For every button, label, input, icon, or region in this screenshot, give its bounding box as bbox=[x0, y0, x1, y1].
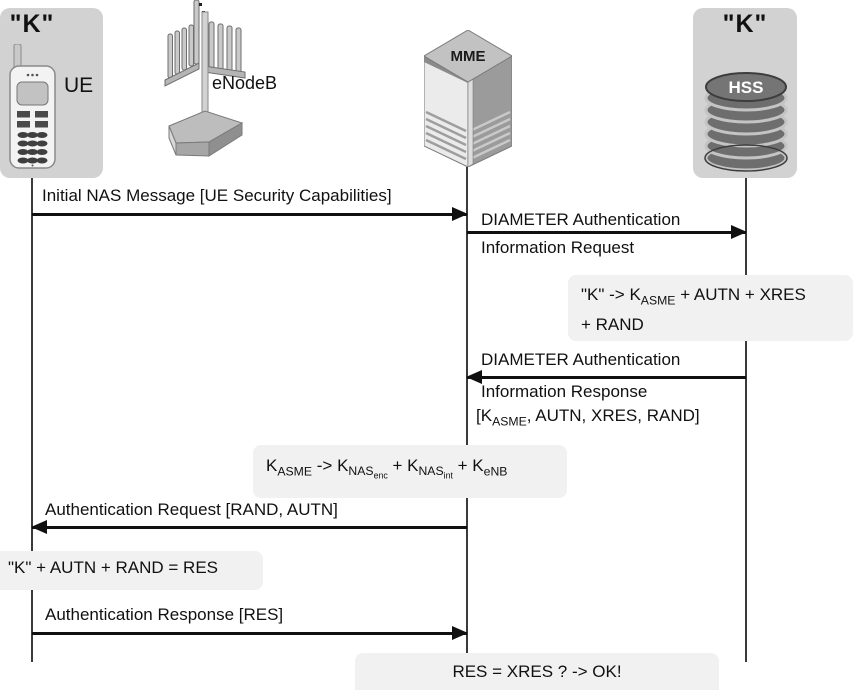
air-response-label-line1: DIAMETER Authentication bbox=[481, 350, 681, 369]
mme-label: MME bbox=[451, 48, 486, 65]
enodeb-antenna-icon bbox=[164, 0, 246, 157]
air-response-arrow bbox=[466, 370, 746, 384]
ue-entity-box: "K" UE bbox=[0, 8, 103, 178]
arrowhead-right-icon bbox=[452, 207, 468, 221]
hss-lifeline bbox=[745, 178, 747, 662]
air-response-label-line2: Information Response bbox=[481, 382, 648, 401]
mme-server-icon: MME bbox=[424, 30, 512, 167]
mme-lifeline bbox=[466, 167, 468, 658]
note-mme-res-check: RES = XRES ? -> OK! bbox=[355, 653, 719, 690]
initial-nas-message-arrow bbox=[32, 207, 468, 221]
ue-lifeline bbox=[31, 178, 33, 662]
initial-nas-message-label: Initial NAS Message [UE Security Capabil… bbox=[42, 186, 392, 205]
hss-entity-box: "K" HSS bbox=[693, 8, 797, 178]
arrowhead-right-icon bbox=[731, 225, 747, 239]
arrowhead-left-icon bbox=[31, 520, 47, 534]
mobile-phone-icon bbox=[9, 44, 56, 169]
arrowhead-right-icon bbox=[452, 626, 468, 640]
auth-request-label: Authentication Request [RAND, AUTN] bbox=[45, 500, 338, 519]
note-hss-key-derivation: "K" -> KASME + AUTN + XRES + RAND bbox=[568, 275, 853, 341]
hss-database-icon: HSS bbox=[704, 72, 788, 172]
auth-request-arrow bbox=[31, 520, 467, 534]
air-request-arrow bbox=[467, 225, 747, 239]
air-request-label-line2: Information Request bbox=[481, 238, 635, 257]
hss-label: HSS bbox=[729, 78, 764, 97]
hss-key-label: "K" bbox=[722, 10, 768, 38]
note-mme-key-derivation: KASME -> KNASenc + KNASint + KeNB bbox=[253, 445, 567, 498]
note-ue-res-computation: "K" + AUTN + RAND = RES bbox=[0, 551, 263, 590]
enodeb-label: eNodeB bbox=[212, 73, 278, 93]
air-response-params: [KASME, AUTN, XRES, RAND] bbox=[476, 406, 700, 429]
auth-response-label: Authentication Response [RES] bbox=[45, 605, 284, 624]
auth-response-arrow bbox=[32, 626, 468, 640]
arrowhead-left-icon bbox=[466, 370, 482, 384]
air-request-label-line1: DIAMETER Authentication bbox=[481, 210, 681, 229]
ue-label: UE bbox=[64, 74, 94, 97]
ue-key-label: "K" bbox=[9, 10, 55, 38]
